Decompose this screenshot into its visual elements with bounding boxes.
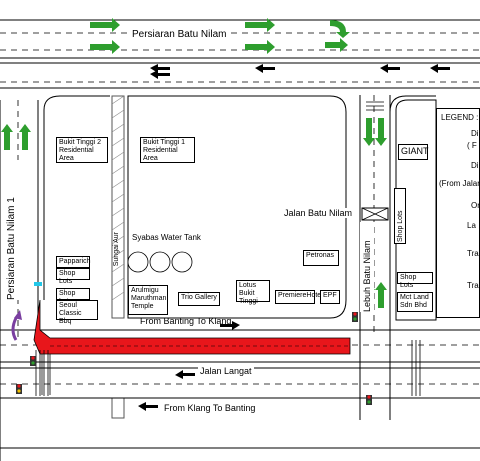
road-label-persiaran-batu-nilam: Persiaran Batu Nilam xyxy=(130,29,229,40)
legend-item-label: La xyxy=(467,221,476,230)
building-papparich: Papparich xyxy=(56,256,91,268)
legend-item-label: On xyxy=(471,201,480,210)
building-shop-lots: Shop Lots xyxy=(56,288,90,305)
legend: LEGEND : Di ( F Di (From Jalan On La Tra… xyxy=(436,108,480,318)
area-bukit-tinggi-1: Bukit Tinggi 1 Residential Area xyxy=(140,137,195,163)
building-petronas: Petronas xyxy=(303,250,339,266)
area-syabas-water-tank: Syabas Water Tank xyxy=(132,233,201,242)
green-arrow-icon xyxy=(90,18,350,54)
building-mct-land: Mct Land Sdn Bhd xyxy=(397,292,433,312)
direction-label-banting-to-klang: From Banting To Klang xyxy=(140,316,232,326)
legend-item-label: Di xyxy=(471,161,479,170)
legend-item-label: Tra xyxy=(467,249,479,258)
area-bukit-tinggi-2: Bukit Tinggi 2 Residential Area xyxy=(56,137,108,163)
building-epf: EPF xyxy=(320,290,340,304)
area-giant: GIANT xyxy=(398,144,429,160)
building-premiere-hotel: PremiereHotel xyxy=(275,290,323,304)
lane-highlight xyxy=(33,299,351,355)
building-seoul-classic-bbq: Seoul Classic Bbq xyxy=(56,300,98,325)
road-label-jalan-batu-nilam: Jalan Batu Nilam xyxy=(282,208,355,218)
road-label-persiaran-batu-nilam-1: Persiaran Batu Nilam 1 xyxy=(4,160,19,300)
legend-item-label: ( F xyxy=(467,141,477,150)
legend-item-label: Di xyxy=(471,129,479,138)
building-shop-lots: Shop Lots xyxy=(394,188,406,244)
river-label-sungai-aur: Sungai Aur xyxy=(113,232,120,267)
legend-title: LEGEND : xyxy=(441,113,479,122)
road-label-lebuh-batu-nilam: Lebuh Batu Nilam xyxy=(360,222,374,312)
building-shop-lots: Shop Lots xyxy=(397,272,433,289)
building-shop-lots: Shop Lots xyxy=(56,268,90,285)
road-label-jalan-langat: Jalan Langat xyxy=(198,366,254,376)
black-arrow-icon xyxy=(138,64,450,411)
building-arulmigu-temple: Arulmigu Maruthman Temple xyxy=(128,285,168,315)
building-lotus: Lotus Bukit Tinggi xyxy=(236,280,270,305)
legend-item-label: Tra xyxy=(467,281,479,290)
direction-label-klang-to-banting: From Klang To Banting xyxy=(164,403,256,413)
legend-item-label: (From Jalan xyxy=(439,179,480,188)
building-trio-gallery: Trio Gallery xyxy=(178,292,220,306)
